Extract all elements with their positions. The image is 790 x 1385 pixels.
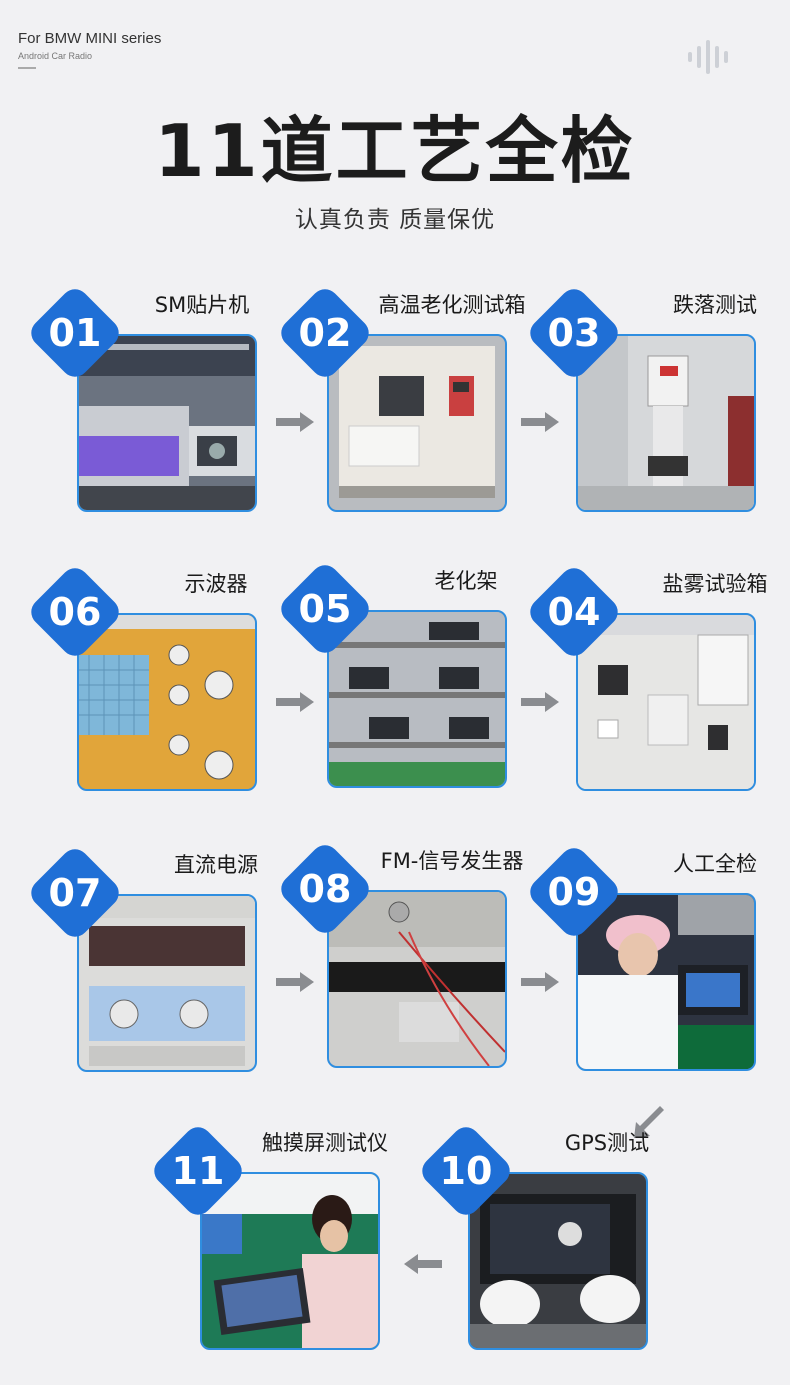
step-card-07: 07 直流电源 bbox=[25, 836, 285, 1076]
arrow-right-icon bbox=[521, 690, 561, 714]
arrow-down-left-icon bbox=[630, 1104, 666, 1140]
step-badge: 09 bbox=[524, 842, 624, 942]
step-card-09: 09 人工全检 bbox=[524, 835, 784, 1075]
drop-test-photo bbox=[576, 334, 756, 512]
step-badge: 03 bbox=[524, 283, 624, 383]
salt-spray-chamber-photo bbox=[576, 613, 756, 791]
dc-power-supply-photo bbox=[77, 894, 257, 1072]
smt-machine-photo bbox=[77, 334, 257, 512]
step-label: FM-信号发生器 bbox=[380, 849, 524, 873]
step-badge: 10 bbox=[416, 1121, 516, 1221]
page-title: 11道工艺全检 bbox=[154, 109, 636, 193]
oscilloscope-photo bbox=[77, 613, 257, 791]
manual-inspection-photo bbox=[576, 893, 756, 1071]
step-badge: 11 bbox=[148, 1121, 248, 1221]
aging-rack-photo bbox=[327, 610, 507, 788]
aging-chamber-photo bbox=[327, 334, 507, 512]
step-label: 高温老化测试箱 bbox=[378, 293, 526, 317]
arrow-right-icon bbox=[276, 410, 316, 434]
sound-wave-icon bbox=[688, 40, 728, 74]
step-label: 触摸屏测试仪 bbox=[262, 1131, 388, 1155]
step-label: GPS测试 bbox=[564, 1131, 650, 1155]
step-badge: 02 bbox=[275, 283, 375, 383]
brand-block: For BMW MINI series Android Car Radio bbox=[18, 30, 161, 69]
step-badge: 06 bbox=[25, 562, 125, 662]
step-card-06: 06 示波器 bbox=[25, 555, 285, 795]
step-card-08: 08 FM-信号发生器 bbox=[275, 832, 535, 1072]
step-badge: 05 bbox=[275, 559, 375, 659]
step-card-01: 01 SM贴片机 bbox=[25, 276, 285, 516]
step-label: 示波器 bbox=[184, 572, 248, 596]
step-card-10: 10 GPS测试 bbox=[416, 1114, 676, 1354]
step-card-05: 05 老化架 bbox=[275, 552, 535, 792]
fm-signal-generator-photo bbox=[327, 890, 507, 1068]
brand-title: For BMW MINI series bbox=[18, 30, 162, 47]
touchscreen-tester-photo bbox=[200, 1172, 380, 1350]
step-card-04: 04 盐雾试验箱 bbox=[524, 555, 784, 795]
step-badge: 04 bbox=[524, 562, 624, 662]
arrow-right-icon bbox=[521, 970, 561, 994]
step-badge: 08 bbox=[275, 839, 375, 939]
page-subtitle: 认真负责 质量保优 bbox=[294, 207, 496, 233]
arrow-right-icon bbox=[276, 690, 316, 714]
step-label: 跌落测试 bbox=[673, 293, 757, 317]
gps-test-photo bbox=[468, 1172, 648, 1350]
step-card-03: 03 跌落测试 bbox=[524, 276, 784, 516]
step-label: 直流电源 bbox=[174, 853, 258, 877]
step-label: SM贴片机 bbox=[154, 293, 250, 317]
arrow-left-icon bbox=[402, 1252, 442, 1276]
step-card-11: 11 触摸屏测试仪 bbox=[148, 1114, 408, 1354]
arrow-right-icon bbox=[276, 970, 316, 994]
brand-divider bbox=[18, 67, 36, 69]
step-label: 老化架 bbox=[434, 569, 498, 593]
step-card-02: 02 高温老化测试箱 bbox=[275, 276, 535, 516]
step-label: 人工全检 bbox=[673, 852, 757, 876]
brand-subtitle: Android Car Radio bbox=[18, 51, 93, 61]
step-badge: 07 bbox=[25, 843, 125, 943]
step-badge: 01 bbox=[25, 283, 125, 383]
step-label: 盐雾试验箱 bbox=[662, 572, 768, 596]
arrow-right-icon bbox=[521, 410, 561, 434]
